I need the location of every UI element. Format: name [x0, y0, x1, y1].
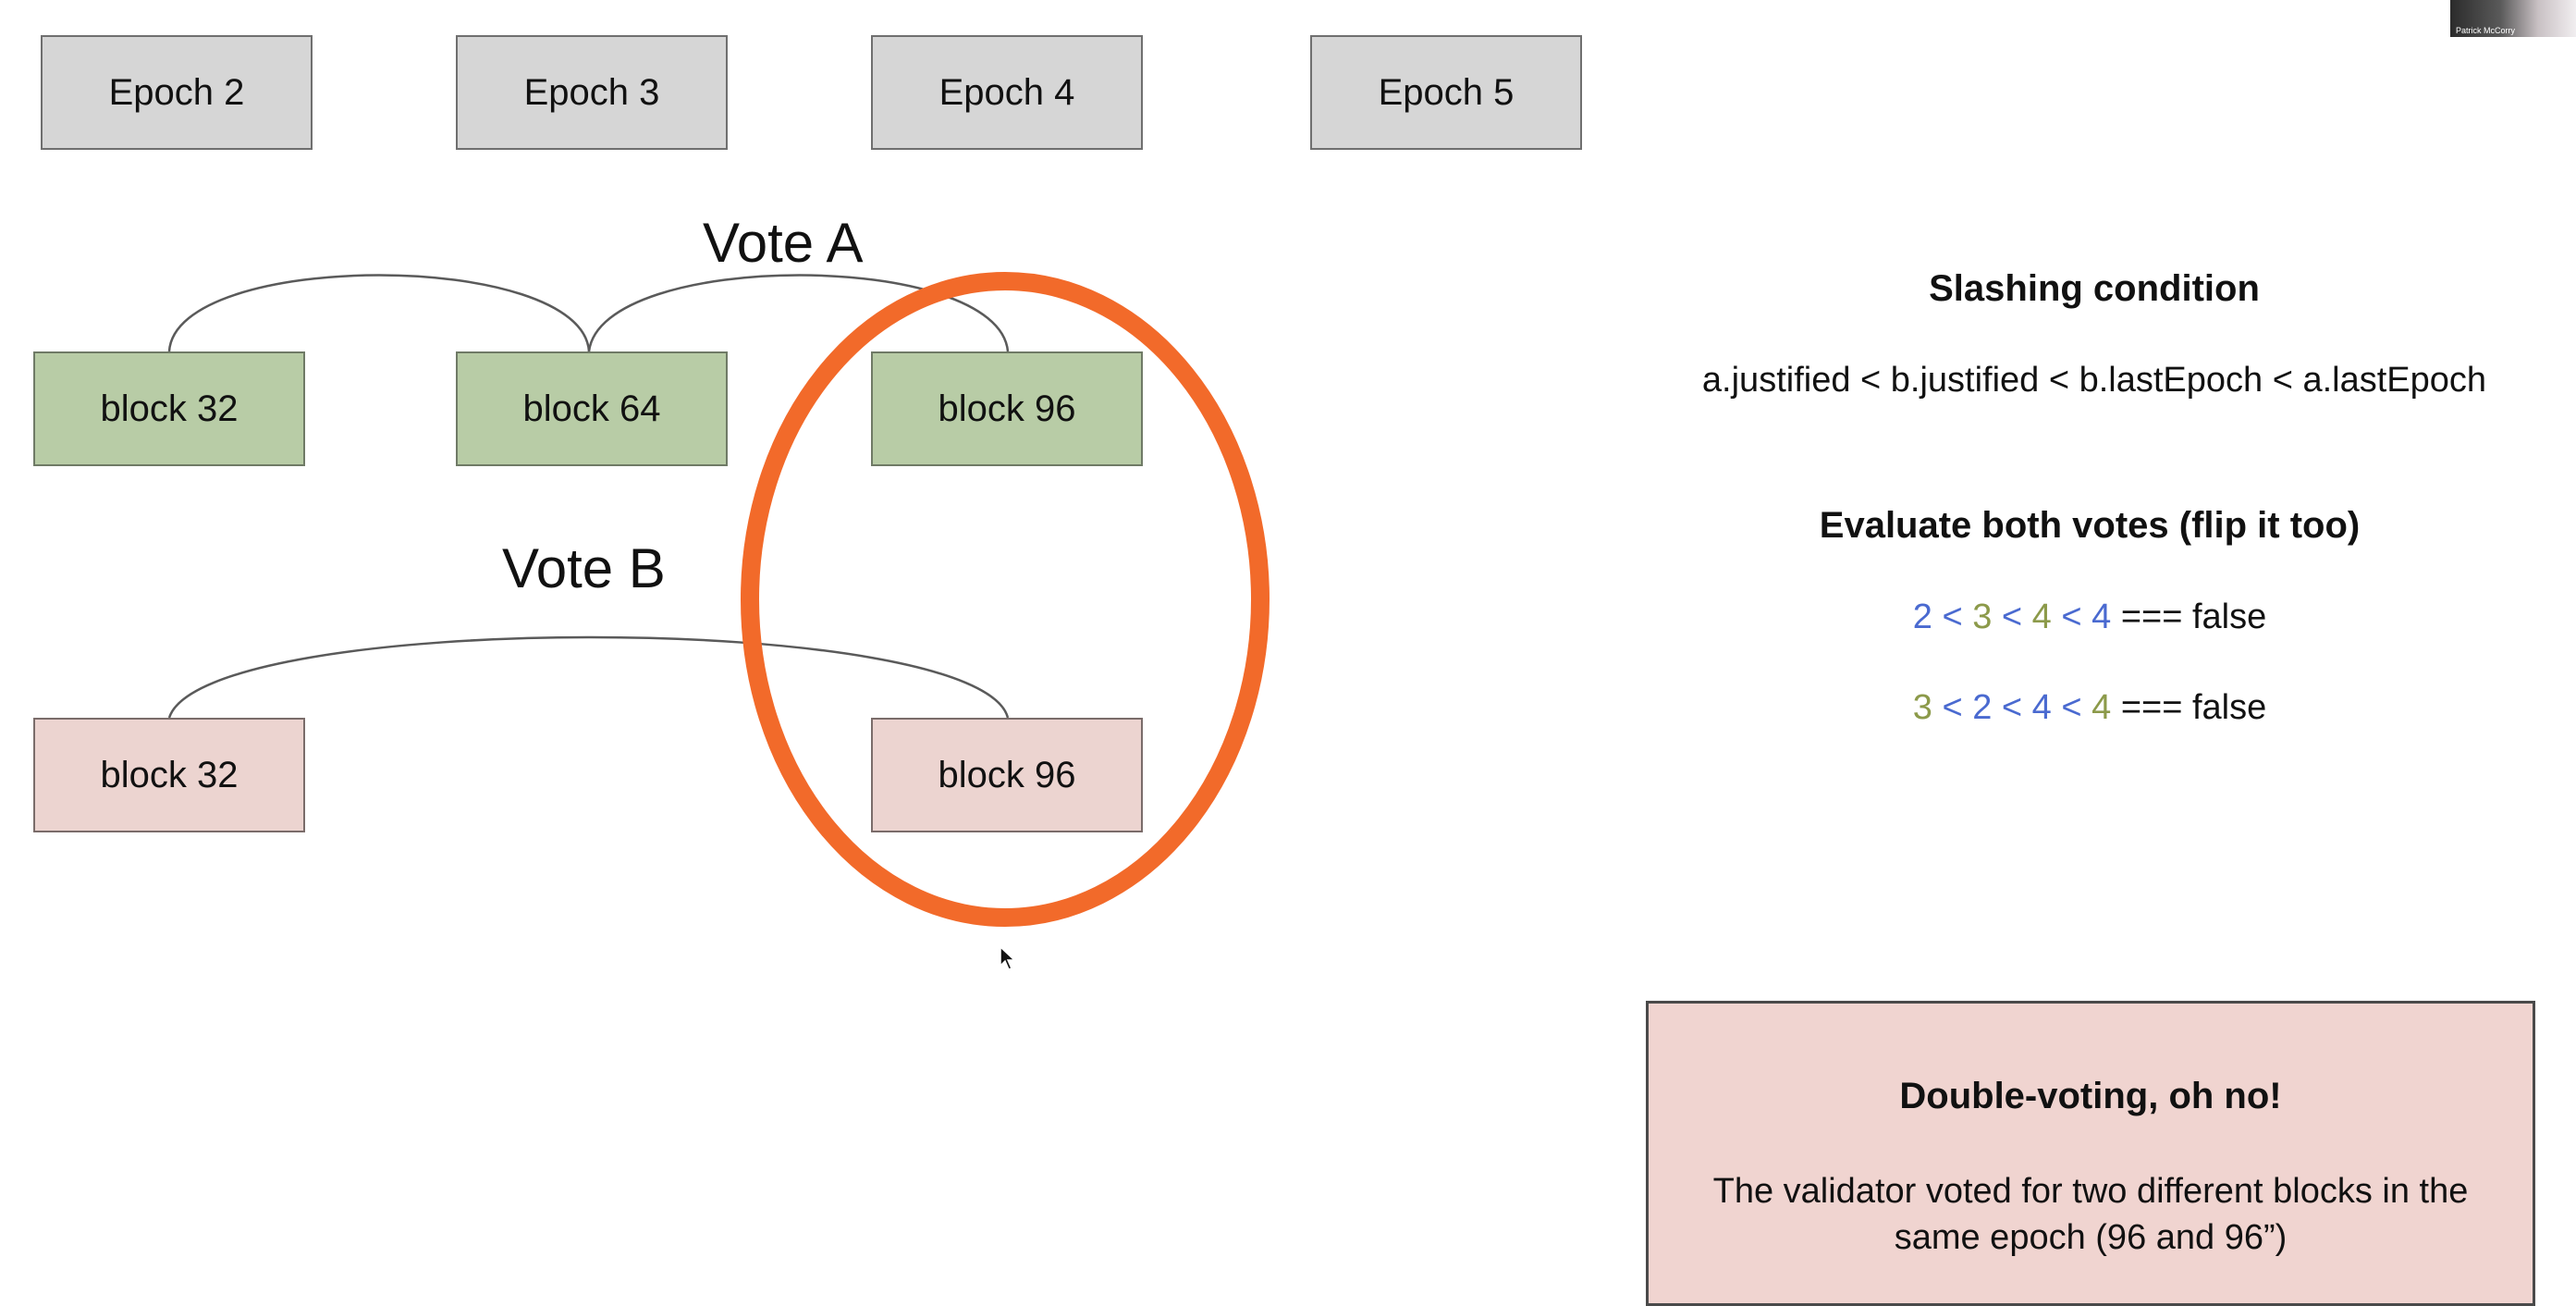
eval2-term-1: 3 [1912, 688, 1932, 727]
mouse-pointer-icon [1000, 945, 1016, 970]
eval1-term-1: 2 [1912, 598, 1932, 636]
slashing-condition-formula: a.justified < b.justified < b.lastEpoch … [1701, 361, 2487, 400]
vote-a-block-64: block 64 [456, 351, 728, 466]
eval1-lt-1: < [1942, 598, 1963, 636]
eval1-result: === false [2120, 598, 2267, 636]
eval1-term-4: 4 [2091, 598, 2112, 636]
epoch-box-5: Epoch 5 [1310, 35, 1582, 150]
vote-a-block-96: block 96 [871, 351, 1143, 466]
eval2-term-3: 4 [2031, 688, 2052, 727]
double-voting-note: Double-voting, oh no! The validator vote… [1646, 1001, 2535, 1306]
epoch-box-4: Epoch 4 [871, 35, 1143, 150]
eval1-lt-2: < [2001, 598, 2023, 636]
eval1-term-3: 4 [2031, 598, 2052, 636]
vote-b-label: Vote B [502, 537, 666, 599]
evaluation-line-2: 3 < 2 < 4 < 4 === false [1627, 688, 2552, 728]
participant-name: Patrick McCorry [2456, 26, 2516, 35]
note-title: Double-voting, oh no! [1899, 1076, 2282, 1116]
vote-b-block-96: block 96 [871, 718, 1143, 832]
vote-a-label: Vote A [703, 212, 864, 274]
epoch-box-3: Epoch 3 [456, 35, 728, 150]
note-body: The validator voted for two different bl… [1712, 1172, 2469, 1257]
eval2-result: === false [2120, 688, 2267, 727]
vote-a-block-32: block 32 [33, 351, 305, 466]
vote-a-link-32-64 [167, 274, 591, 352]
slashing-condition-title: Slashing condition [1929, 268, 2260, 309]
eval1-term-2: 3 [1972, 598, 1993, 636]
eval2-lt-3: < [2061, 688, 2082, 727]
eval2-term-4: 4 [2091, 688, 2112, 727]
vote-b-link-32-96 [167, 635, 1010, 719]
evaluate-title: Evaluate both votes (flip it too) [1819, 505, 2361, 546]
epoch-box-2: Epoch 2 [41, 35, 313, 150]
eval2-lt-2: < [2001, 688, 2023, 727]
eval2-term-2: 2 [1972, 688, 1993, 727]
evaluation-line-1: 2 < 3 < 4 < 4 === false [1627, 598, 2552, 637]
participant-video-thumbnail[interactable]: Patrick McCorry [2450, 0, 2576, 37]
eval1-lt-3: < [2061, 598, 2082, 636]
vote-a-link-64-96 [587, 274, 1010, 352]
eval2-lt-1: < [1942, 688, 1963, 727]
vote-b-block-32: block 32 [33, 718, 305, 832]
